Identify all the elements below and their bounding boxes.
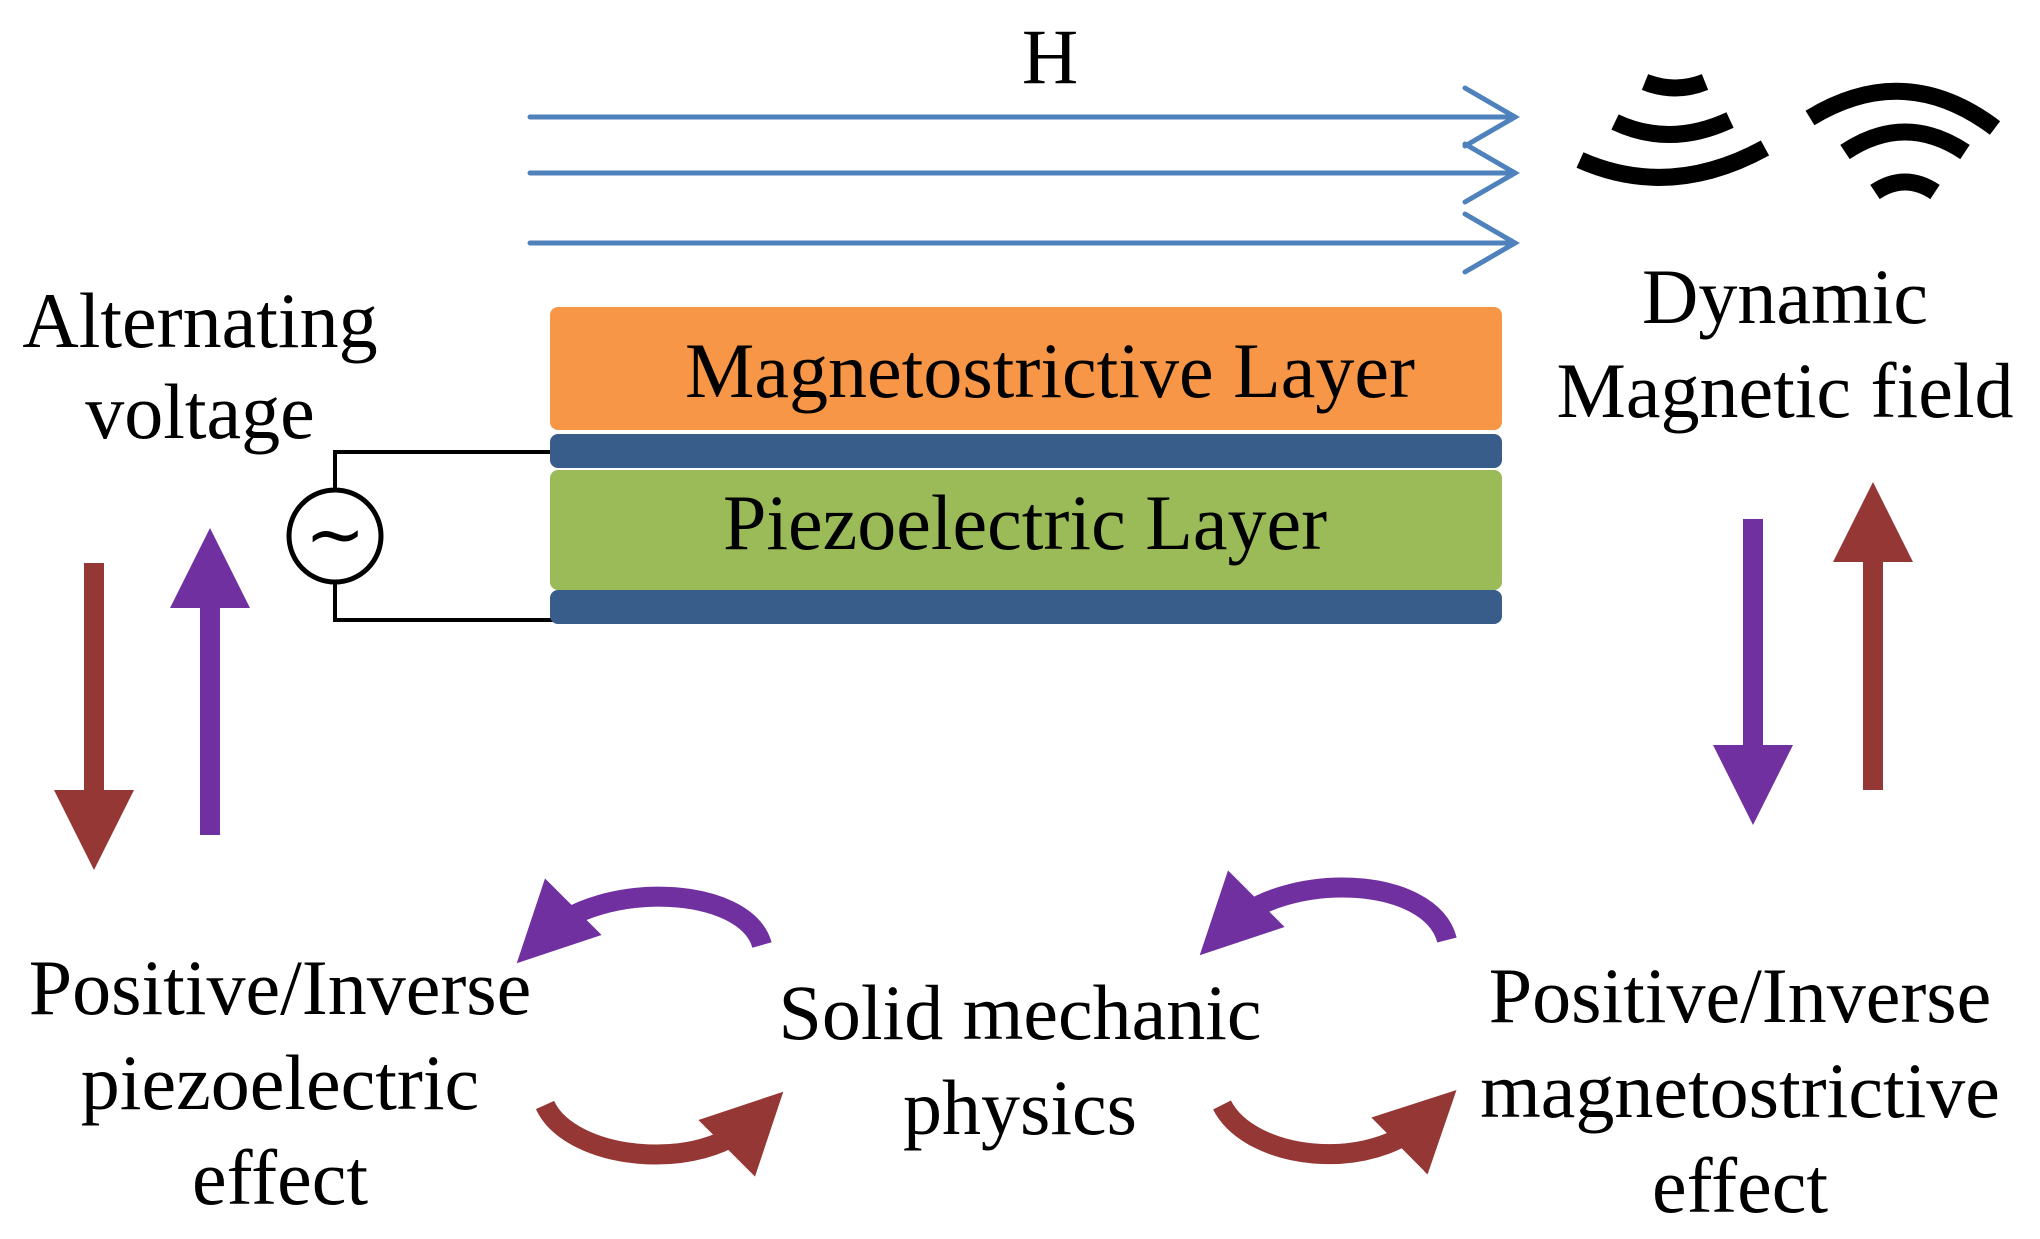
- magneto-effect-label: Positive/Inverse magnetostrictive effect: [1460, 948, 2020, 1233]
- field-line-2-arrowhead: [1462, 141, 1520, 205]
- wire-bottom: [333, 583, 555, 622]
- wire-top: [333, 450, 555, 490]
- piezo-effect-line-3: effect: [191, 1134, 369, 1222]
- wave-arc-right-middle: [1840, 123, 1970, 160]
- solid-mechanics-line-1: Solid mechanic: [778, 969, 1262, 1056]
- magnetostrictive-layer: [550, 307, 1502, 430]
- curved-arrow-red-right: [1213, 1089, 1457, 1175]
- dynamic-field-line-1: Dynamic: [1642, 253, 1928, 340]
- field-label: H: [1021, 13, 1079, 100]
- piezoelectric-layer: [550, 470, 1502, 590]
- magneto-effect-line-2: magnetostrictive: [1480, 1047, 2000, 1135]
- piezoelectric-layer-label: Piezoelectric Layer: [722, 479, 1328, 566]
- magneto-effect-line-3: effect: [1651, 1142, 1829, 1230]
- piezo-effect-line-1: Positive/Inverse: [28, 944, 532, 1031]
- ac-source-symbol: ~: [305, 492, 366, 576]
- circuit-wires: [333, 450, 555, 622]
- curved-arrow-red-left: [535, 1091, 784, 1177]
- solid-mechanics-label: Solid mechanic physics: [760, 965, 1280, 1155]
- piezo-effect-label: Positive/Inverse piezoelectric effect: [0, 940, 560, 1225]
- field-line-1-arrowhead: [1462, 85, 1520, 149]
- alternating-voltage-label: Alternating voltage: [0, 275, 400, 458]
- piezo-effect-line-2: piezoelectric: [80, 1039, 480, 1127]
- solid-mechanics-line-2: physics: [903, 1064, 1137, 1152]
- curved-arrow-purple-right: [1199, 870, 1457, 956]
- wave-arc-right-inner: [1870, 173, 1940, 200]
- wave-arc-left-outer: [1576, 140, 1770, 186]
- wave-arc-left-middle: [1611, 112, 1734, 143]
- top-electrode: [550, 434, 1502, 468]
- dynamic-field-label: Dynamic Magnetic field: [1530, 250, 2040, 437]
- wave-arc-left-inner: [1641, 74, 1709, 97]
- bottom-electrode: [550, 590, 1502, 624]
- field-lines: [527, 85, 1520, 275]
- wave-arc-right-outer: [1805, 82, 2001, 135]
- field-line-3-arrowhead: [1462, 211, 1520, 275]
- ac-source-icon: [286, 487, 384, 585]
- alternating-voltage-line-2: voltage: [85, 368, 315, 456]
- dynamic-field-line-2: Magnetic field: [1556, 346, 2014, 434]
- magnetostrictive-layer-label: Magnetostrictive Layer: [685, 327, 1415, 414]
- curved-arrow-purple-left: [516, 878, 772, 964]
- alternating-voltage-line-1: Alternating: [22, 277, 378, 364]
- wave-icon: [1576, 74, 2001, 200]
- magneto-effect-line-1: Positive/Inverse: [1488, 952, 1992, 1039]
